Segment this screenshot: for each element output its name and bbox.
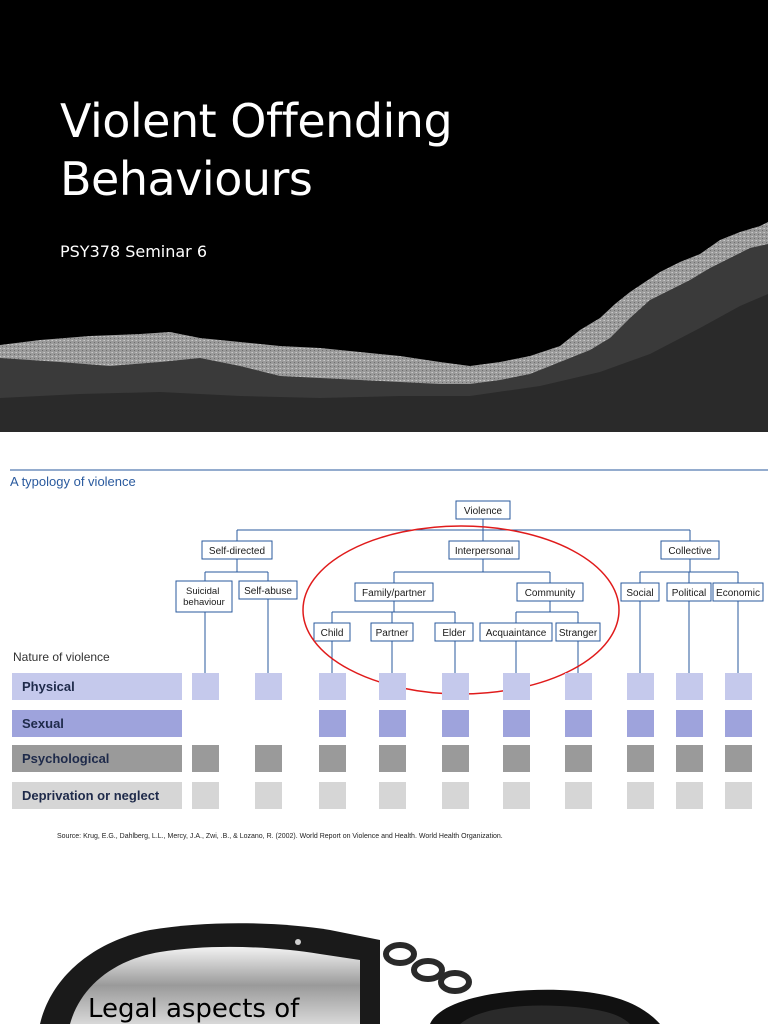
nature-square (627, 745, 654, 772)
node-child: Child (321, 628, 344, 639)
label-neglect: Deprivation or neglect (22, 788, 160, 803)
nature-square (503, 745, 530, 772)
nature-square (192, 673, 219, 700)
node-violence: Violence (464, 506, 503, 517)
legal-slide-title: Legal aspects of (88, 994, 299, 1024)
nature-square (379, 782, 406, 809)
nature-square (503, 710, 530, 737)
source-citation: Source: Krug, E.G., Dahlberg, L.L., Merc… (57, 833, 503, 840)
diagram-heading: A typology of violence (10, 474, 136, 489)
nature-square (565, 745, 592, 772)
nature-square (255, 782, 282, 809)
nature-square (379, 673, 406, 700)
node-community: Community (525, 588, 576, 599)
nature-square (442, 745, 469, 772)
nature-square (725, 745, 752, 772)
nature-square (676, 782, 703, 809)
nature-square (442, 673, 469, 700)
nature-square (192, 745, 219, 772)
node-political: Political (672, 588, 706, 599)
nature-square (725, 673, 752, 700)
node-economic: Economic (716, 588, 760, 599)
nature-square (319, 673, 346, 700)
nature-square (565, 673, 592, 700)
nature-square (676, 710, 703, 737)
typology-slide: A typology of violence (0, 432, 768, 870)
nature-square (627, 710, 654, 737)
nature-square (503, 782, 530, 809)
nature-square (442, 710, 469, 737)
nature-square (319, 710, 346, 737)
nature-square (627, 782, 654, 809)
terrain-graphic (0, 0, 768, 432)
nature-square (319, 745, 346, 772)
node-self-directed: Self-directed (209, 546, 265, 557)
nature-square (565, 710, 592, 737)
typology-diagram: A typology of violence (0, 432, 768, 870)
slide-title: Violent Offending Behaviours (60, 92, 620, 208)
nature-square (192, 782, 219, 809)
nature-square (379, 710, 406, 737)
node-collective: Collective (668, 546, 712, 557)
node-elder: Elder (442, 628, 466, 639)
legal-slide: Legal aspects of (0, 870, 768, 1024)
nature-square (565, 782, 592, 809)
nature-of-violence-label: Nature of violence (13, 650, 110, 664)
nature-square (255, 673, 282, 700)
nature-square (627, 673, 654, 700)
slide-subtitle: PSY378 Seminar 6 (60, 242, 207, 261)
node-partner: Partner (376, 628, 409, 639)
label-physical: Physical (22, 679, 75, 694)
node-stranger: Stranger (559, 628, 598, 639)
nature-square (725, 782, 752, 809)
node-social: Social (626, 588, 653, 599)
node-boxes (176, 501, 763, 641)
label-psychological: Psychological (22, 751, 109, 766)
nature-square (379, 745, 406, 772)
nature-square (503, 673, 530, 700)
label-sexual: Sexual (22, 716, 64, 731)
node-self-abuse: Self-abuse (244, 586, 292, 597)
nature-square (255, 745, 282, 772)
nature-square (676, 673, 703, 700)
nature-square (676, 745, 703, 772)
node-acquaintance: Acquaintance (486, 628, 547, 639)
title-slide: Violent Offending Behaviours PSY378 Semi… (0, 0, 768, 432)
node-suicidal-behaviour: Suicidal behaviour (183, 586, 225, 608)
nature-square (442, 782, 469, 809)
nature-square (725, 710, 752, 737)
node-interpersonal: Interpersonal (455, 546, 513, 557)
nature-square (319, 782, 346, 809)
node-family-partner: Family/partner (362, 588, 427, 599)
